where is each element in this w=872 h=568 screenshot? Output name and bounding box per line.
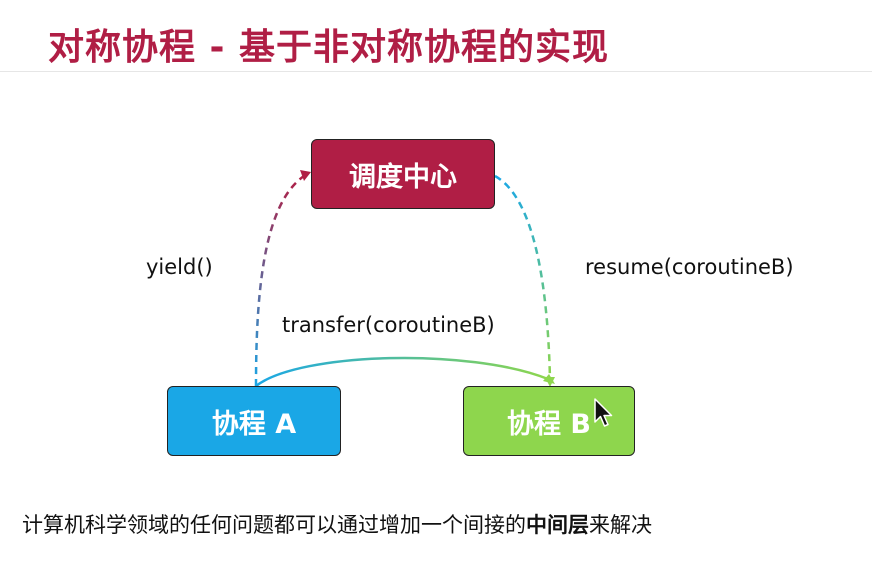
resume-label: resume(coroutineB)	[585, 255, 794, 279]
yield-label: yield()	[146, 255, 213, 279]
coroutine-a-node: 协程 A	[167, 386, 341, 456]
transfer-label: transfer(coroutineB)	[282, 313, 495, 337]
caption: 计算机科学领域的任何问题都可以通过增加一个间接的中间层来解决	[22, 509, 652, 539]
edge-yield	[254, 174, 305, 387]
caption-emphasis: 中间层	[526, 513, 589, 537]
title-divider	[0, 71, 872, 72]
scheduler-node: 调度中心	[311, 139, 495, 209]
edge-yield-arrowhead	[300, 170, 311, 181]
slide-title: 对称协程 - 基于非对称协程的实现	[48, 27, 610, 68]
caption-suffix: 来解决	[589, 513, 652, 537]
edge-resume	[494, 174, 552, 380]
edge-transfer	[255, 356, 549, 387]
mouse-pointer-icon	[594, 398, 613, 427]
edge-transfer-arrowhead	[543, 374, 555, 384]
caption-prefix: 计算机科学领域的任何问题都可以通过增加一个间接的	[22, 513, 526, 537]
